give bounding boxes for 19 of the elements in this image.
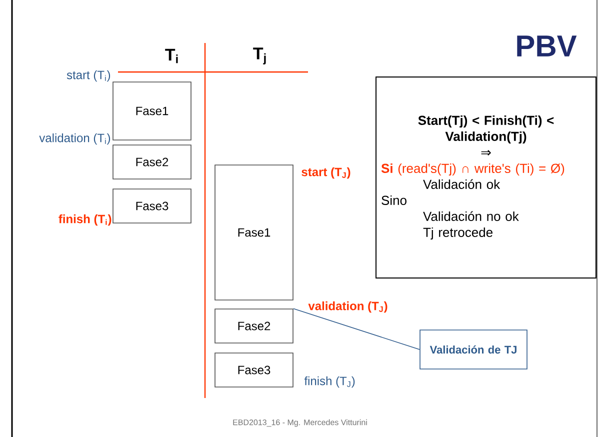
phase-box: Fase3 <box>214 352 294 388</box>
phase-box: Fase3 <box>112 188 192 224</box>
phase-box: Fase1 <box>112 82 192 140</box>
column-header: T$_{j}$ <box>253 48 266 64</box>
event-label: finish (T$_{i}$) <box>58 214 112 226</box>
event-label: finish (T$_{J}$) <box>304 376 355 388</box>
note-box: Validación de TJ <box>420 330 528 370</box>
title: PBV <box>517 36 577 56</box>
event-label: start (T$_{J}$) <box>302 167 350 179</box>
event-label: validation (T$_{i}$) <box>39 133 110 145</box>
event-label: start (T$_{i}$) <box>66 70 110 82</box>
phase-box: Fase2 <box>214 308 294 344</box>
event-label: validation (T$_{J}$) <box>308 301 388 313</box>
phase-box: Fase1 <box>214 164 294 300</box>
column-header: T$_{i}$ <box>165 48 178 64</box>
leader-line <box>293 308 420 350</box>
condition-box: Start(Tj) < Finish(Ti) < Validation(Tj) ⇒ Si (read's(Tj) ∩ write's (Ti) = Ø) Validación ok Sino Validación no ok Tj retrocede <box>376 76 596 278</box>
footer-text: EBD2013_16 - Mg. Mercedes Vitturini <box>233 419 367 427</box>
phase-box: Fase2 <box>112 144 192 180</box>
